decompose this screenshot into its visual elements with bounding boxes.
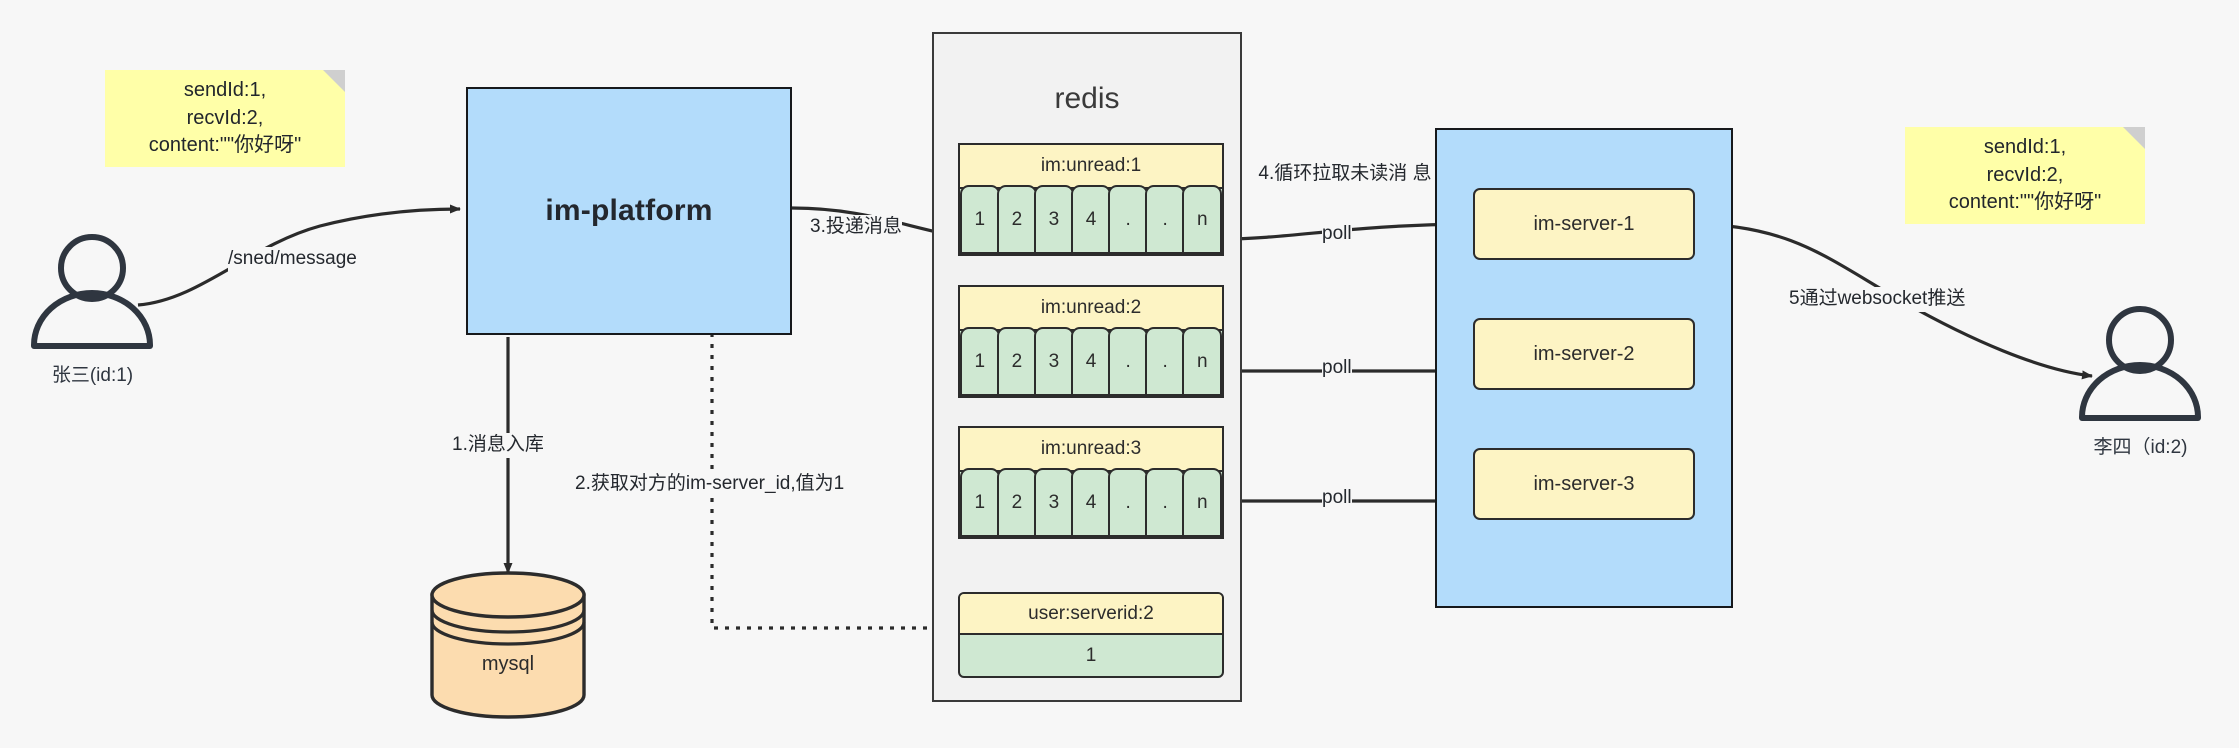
receiver-actor-icon [2079, 306, 2201, 421]
note-right: sendId:1, recvId:2, content:""你好呀" [1905, 127, 2145, 224]
edge-label-poll-2: poll [1322, 356, 1352, 381]
receiver-actor-label: 李四（id:2) [2093, 437, 2188, 458]
list-cell[interactable]: 1 [960, 185, 1000, 254]
note-left: sendId:1, recvId:2, content:""你好呀" [105, 70, 345, 167]
mysql-label: mysql [481, 653, 535, 675]
list-cell[interactable]: 4 [1071, 327, 1111, 396]
edge-label-step2: 2.获取对方的im-server_id,值为1 [575, 472, 845, 497]
redis-list-cells: 1 2 3 4 . . n [960, 185, 1223, 254]
redis-list-cells: 1 2 3 4 . . n [960, 468, 1223, 537]
im-platform-label: im-platform [545, 194, 713, 227]
note-fold-icon [2123, 127, 2145, 149]
redis-list-im-unread-3[interactable]: im:unread:3 1 2 3 4 . . n [958, 426, 1224, 539]
sender-actor-label: 张三(id:1) [51, 365, 134, 386]
redis-list-im-unread-1[interactable]: im:unread:1 1 2 3 4 . . n [958, 143, 1224, 256]
edge-get-serverid [707, 319, 960, 630]
list-cell[interactable]: 3 [1034, 185, 1074, 254]
note-left-line-2: recvId:2, [186, 106, 264, 129]
list-cell[interactable]: . [1145, 185, 1185, 254]
list-cell[interactable]: . [1108, 468, 1148, 537]
redis-list-key: im:unread:1 [960, 145, 1222, 189]
list-cell[interactable]: 3 [1034, 327, 1074, 396]
edge-label-poll-3: poll [1322, 486, 1352, 511]
mysql-cylinder-icon [430, 571, 586, 719]
edge-label-step5: 5通过websocket推送 [1789, 287, 1966, 312]
im-server-1-box[interactable]: im-server-1 [1473, 188, 1695, 260]
edge-label-step4-line2: 息 [1412, 163, 1432, 184]
im-server-2-label: im-server-2 [1533, 342, 1635, 365]
list-cell[interactable]: 1 [960, 327, 1000, 396]
im-platform-box[interactable]: im-platform [466, 87, 792, 335]
list-cell[interactable]: 4 [1071, 468, 1111, 537]
im-server-3-box[interactable]: im-server-3 [1473, 448, 1695, 520]
note-left-line-1: sendId:1, [183, 79, 267, 102]
list-cell[interactable]: . [1145, 327, 1185, 396]
list-cell[interactable]: 2 [997, 327, 1037, 396]
list-cell[interactable]: n [1182, 185, 1223, 254]
edge-label-step1: 1.消息入库 [452, 433, 544, 458]
edge-label-send-message: /sned/message [228, 247, 357, 272]
list-cell[interactable]: 2 [997, 185, 1037, 254]
redis-kv-value: 1 [1085, 644, 1097, 666]
redis-list-cells: 1 2 3 4 . . n [960, 327, 1223, 396]
list-cell[interactable]: . [1145, 468, 1185, 537]
sender-actor-icon [31, 234, 153, 349]
note-right-line-2: recvId:2, [1986, 163, 2064, 186]
edge-label-step4: 4.循环拉取未读消 息 [1255, 162, 1435, 187]
list-cell[interactable]: . [1108, 327, 1148, 396]
list-cell[interactable]: 2 [997, 468, 1037, 537]
im-server-2-box[interactable]: im-server-2 [1473, 318, 1695, 390]
list-cell[interactable]: 1 [960, 468, 1000, 537]
redis-kv-key: user:serverid:2 [960, 594, 1222, 635]
redis-list-im-unread-2[interactable]: im:unread:2 1 2 3 4 . . n [958, 285, 1224, 398]
list-cell[interactable]: n [1182, 468, 1223, 537]
list-cell[interactable]: 3 [1034, 468, 1074, 537]
note-right-line-3: content:""你好呀" [1948, 191, 2102, 214]
im-server-1-label: im-server-1 [1533, 212, 1635, 235]
edge-send-message [137, 204, 461, 307]
redis-list-key: im:unread:2 [960, 287, 1222, 331]
redis-list-key: im:unread:3 [960, 428, 1222, 472]
list-cell[interactable]: . [1108, 185, 1148, 254]
note-left-line-3: content:""你好呀" [148, 134, 302, 157]
list-cell[interactable]: 4 [1071, 185, 1111, 254]
im-server-3-label: im-server-3 [1533, 472, 1635, 495]
edge-label-step3: 3.投递消息 [810, 215, 902, 240]
redis-kv-user-serverid[interactable]: user:serverid:2 1 [958, 592, 1224, 678]
redis-title: redis [1054, 82, 1120, 115]
edge-label-step4-line1: 4.循环拉取未读消 [1258, 163, 1408, 184]
edge-label-poll-1: poll [1322, 222, 1352, 247]
note-fold-icon [323, 70, 345, 92]
note-right-line-1: sendId:1, [1983, 136, 2067, 159]
list-cell[interactable]: n [1182, 327, 1223, 396]
